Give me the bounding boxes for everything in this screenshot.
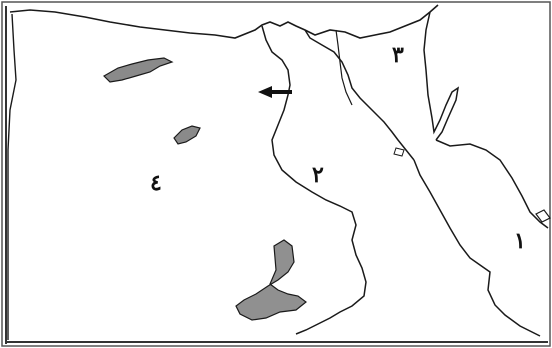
label-one: ١ xyxy=(514,228,526,254)
arrow-icon xyxy=(258,86,292,98)
nile-river xyxy=(261,25,367,335)
red-sea-island xyxy=(535,209,551,223)
label-four: ٤ xyxy=(150,170,162,196)
suez-canal xyxy=(335,29,353,106)
red-sea-east-coast xyxy=(435,139,549,229)
qattara-depression xyxy=(103,57,174,83)
siwa-oasis xyxy=(173,125,201,145)
red-sea-west-coast xyxy=(413,159,541,337)
western-boundary xyxy=(7,13,17,340)
sinai-islet xyxy=(393,147,405,157)
label-two: ٢ xyxy=(312,162,324,188)
sinai-east-coast xyxy=(423,11,460,141)
label-three: ٣ xyxy=(392,42,404,68)
lake-nasser xyxy=(235,239,307,321)
north-coastline xyxy=(9,4,439,39)
gulf-of-suez-coast xyxy=(304,29,415,161)
